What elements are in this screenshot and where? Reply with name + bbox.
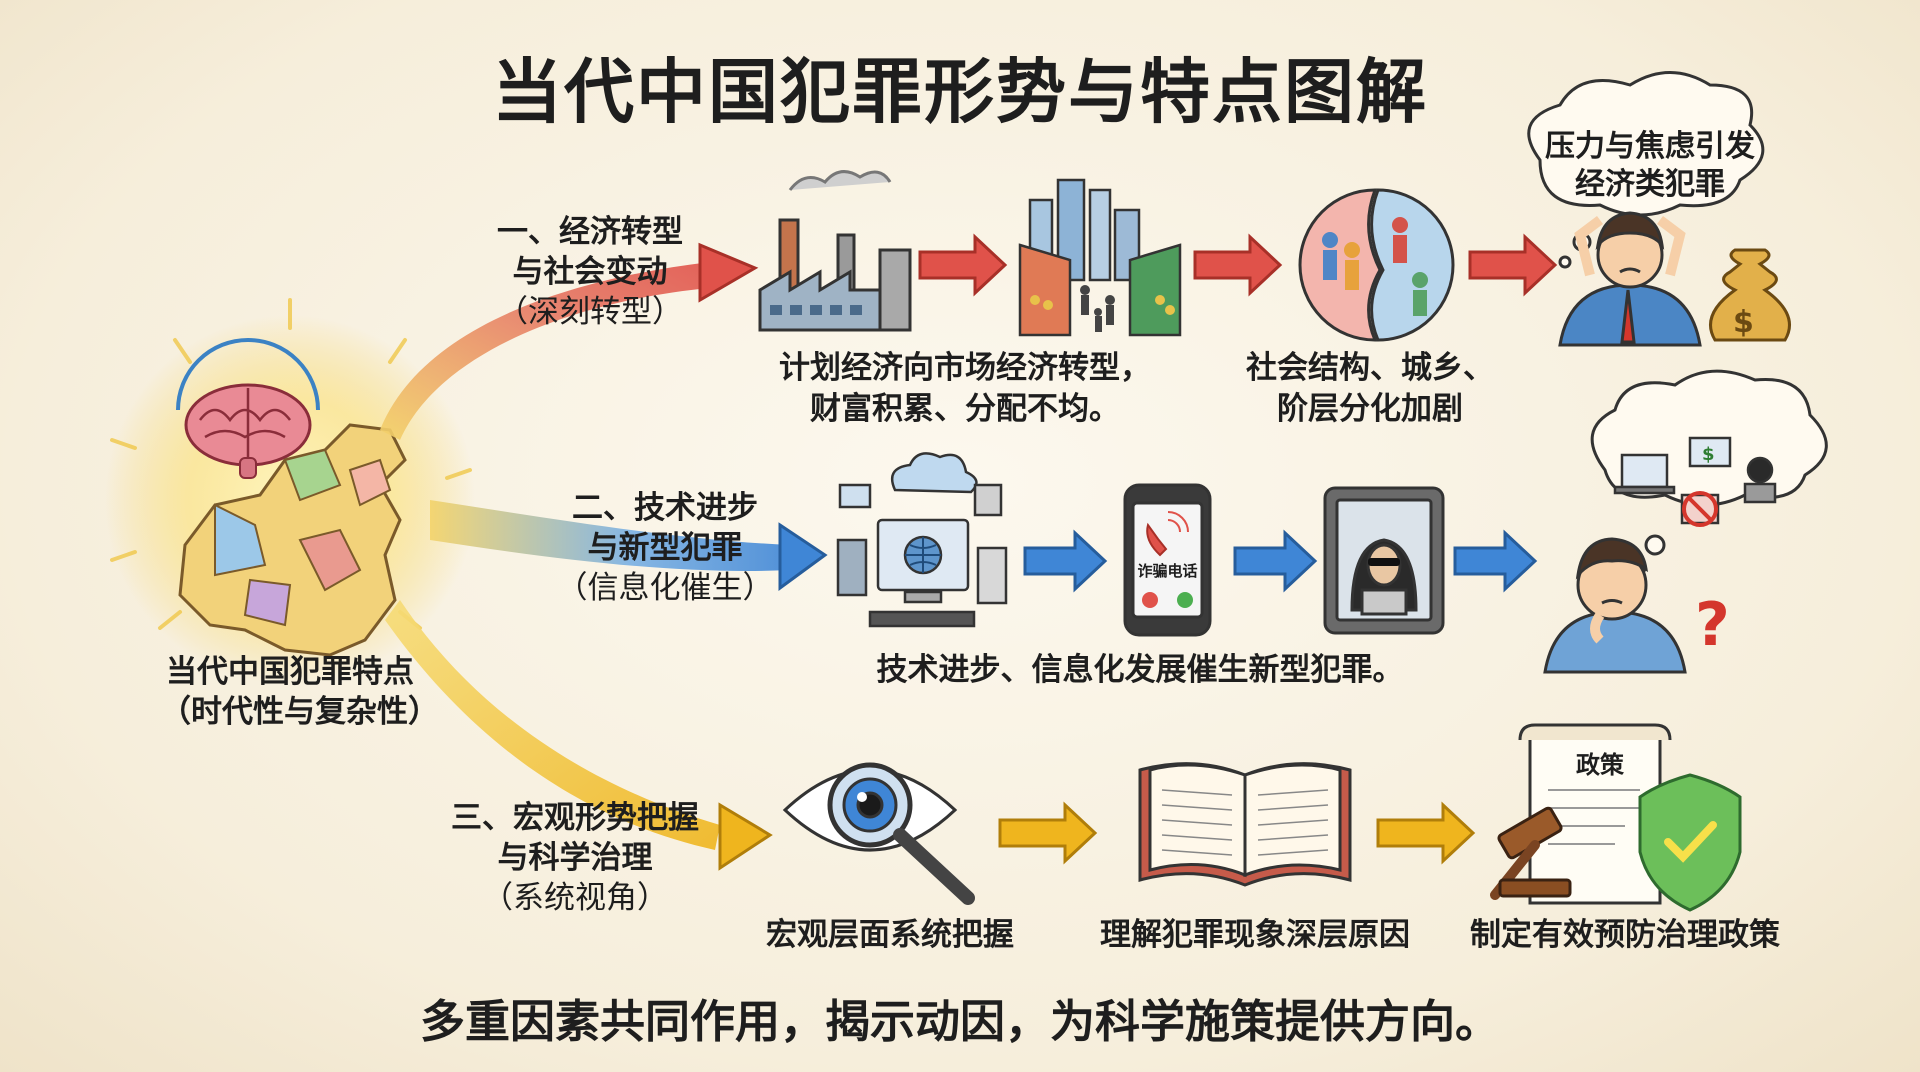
policy-document-icon xyxy=(1518,723,1672,905)
branch3-label-line3: （系统视角） xyxy=(482,880,668,916)
branch1-arrowhead xyxy=(698,242,759,303)
society-split-icon xyxy=(1298,188,1455,342)
phone-screen-text: 诈骗电话 xyxy=(1137,562,1198,580)
row1-arrows xyxy=(918,233,1558,297)
branch1-label-line3: （深刻转型） xyxy=(497,294,683,330)
brain-icon xyxy=(176,338,320,479)
branch3-label-line2: 与科学治理 xyxy=(497,840,653,876)
eye-magnifier-icon xyxy=(782,762,975,905)
branch2-caption: 技术进步、信息化发展催生新型犯罪。 xyxy=(876,652,1404,688)
branch3-band xyxy=(385,600,720,850)
svg-text:$: $ xyxy=(1733,305,1754,340)
branch3-caption2: 理解犯罪现象深层原因 xyxy=(1100,917,1410,953)
hacker-tablet-icon xyxy=(1323,486,1445,635)
bubble1-line1: 压力与焦虑引发 xyxy=(1545,129,1755,164)
gavel-icon xyxy=(1490,806,1572,900)
branch1-label-line2: 与社会变动 xyxy=(512,254,668,290)
center-label-line1: 当代中国犯罪特点 xyxy=(166,654,414,690)
center-label-line2: （时代性与复杂性） xyxy=(160,694,439,730)
branch1-caption2-line1: 社会结构、城乡、 xyxy=(1246,350,1494,386)
branch3-label: 三、宏观形势把握 与科学治理 （系统视角） xyxy=(430,798,720,918)
center-label: 当代中国犯罪特点 （时代性与复杂性） xyxy=(160,652,439,732)
page-title: 当代中国犯罪形势与特点图解 xyxy=(492,51,1428,133)
branch1-caption2: 社会结构、城乡、 阶层分化加剧 xyxy=(1235,348,1505,430)
document-title: 政策 xyxy=(1576,751,1624,779)
branch1-caption1-line1: 计划经济向市场经济转型， xyxy=(779,350,1151,386)
branch2-band xyxy=(430,500,790,571)
city-market-icon xyxy=(1018,178,1182,337)
open-book-icon xyxy=(1138,762,1352,887)
phone-scam-icon xyxy=(1123,483,1212,637)
branch1-label-line1: 一、经济转型 xyxy=(497,214,683,250)
footer-summary: 多重因素共同作用，揭示动因，为科学施策提供方向。 xyxy=(419,995,1500,1048)
factory-icon xyxy=(758,170,912,332)
branch2-arrowhead xyxy=(778,522,828,591)
branch1-band xyxy=(380,262,710,440)
question-mark-icon: ? xyxy=(1695,590,1730,660)
stressed-man-icon xyxy=(1558,211,1702,347)
branch2-label-line3: （信息化催生） xyxy=(556,570,774,606)
china-map-icon xyxy=(178,423,407,657)
scam-scene-icons: $ xyxy=(1613,436,1777,527)
row3-arrows xyxy=(998,801,1476,865)
branch2-label-line2: 与新型犯罪 xyxy=(587,530,743,566)
money-bag-icon: $ xyxy=(1709,248,1791,342)
branch3-label-line1: 三、宏观形势把握 xyxy=(451,800,699,836)
svg-text:$: $ xyxy=(1702,444,1715,465)
row2-arrows xyxy=(1023,529,1538,593)
confused-man-icon xyxy=(1543,537,1687,674)
thought-bubble-1 xyxy=(1527,71,1765,269)
branch1-caption2-line2: 阶层分化加剧 xyxy=(1277,391,1463,427)
bubble1-line2: 经济类犯罪 xyxy=(1575,167,1725,202)
shield-check-icon xyxy=(1638,773,1742,912)
branch1-caption1: 计划经济向市场经济转型， 财富积累、分配不均。 xyxy=(760,348,1170,430)
branch2-label: 二、技术进步 与新型犯罪 （信息化催生） xyxy=(545,488,785,608)
branch2-label-line1: 二、技术进步 xyxy=(572,490,758,526)
branch1-label: 一、经济转型 与社会变动 （深刻转型） xyxy=(470,212,710,332)
bubble1-text: 压力与焦虑引发 经济类犯罪 xyxy=(1525,128,1775,204)
branch3-arrowhead xyxy=(718,802,773,871)
branch3-caption3: 制定有效预防治理政策 xyxy=(1470,917,1780,953)
computer-network-icon xyxy=(836,452,1008,628)
branch3-caption1: 宏观层面系统把握 xyxy=(766,917,1014,953)
branch1-caption1-line2: 财富积累、分配不均。 xyxy=(810,391,1120,427)
